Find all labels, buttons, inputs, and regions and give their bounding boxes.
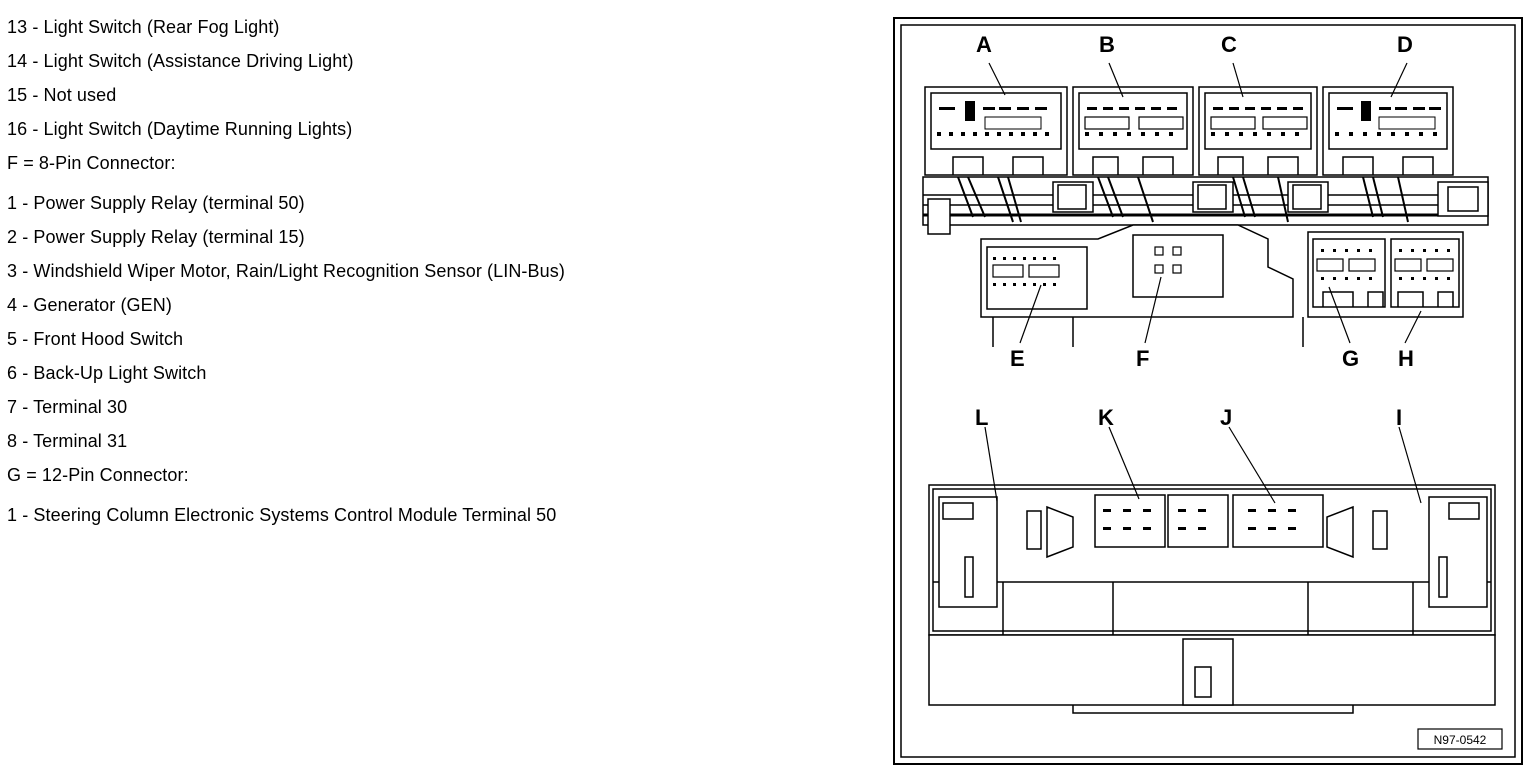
legend-line: 6 - Back-Up Light Switch (7, 363, 207, 383)
inner-frame (900, 24, 1516, 758)
top-module (922, 86, 1489, 347)
legend-line: 1 - Power Supply Relay (terminal 50) (7, 193, 305, 213)
callout-b: B (1099, 32, 1115, 57)
legend-line: 8 - Terminal 31 (7, 431, 128, 451)
callout-h: H (1398, 346, 1414, 371)
connector-diagram-svg: A B C D E F G H L K J I N97-0542 (893, 17, 1523, 765)
legend-heading: F = 8-Pin Connector: (7, 153, 176, 173)
connector-diagram: A B C D E F G H L K J I N97-0542 (893, 17, 1523, 765)
legend-line: 7 - Terminal 30 (7, 397, 128, 417)
legend-line: 5 - Front Hood Switch (7, 329, 184, 349)
callout-g: G (1342, 346, 1359, 371)
callout-f: F (1136, 346, 1149, 371)
legend-line: 14 - Light Switch (Assistance Driving Li… (7, 51, 354, 71)
pin-dot-rows (937, 132, 1450, 286)
callout-i: I (1396, 405, 1402, 430)
legend-line: 4 - Generator (GEN) (7, 295, 172, 315)
figure-code-box (1417, 728, 1503, 750)
top-connector-inserts (992, 116, 1454, 278)
leader-lines (984, 62, 1422, 504)
callout-j: J (1220, 405, 1232, 430)
legend-line: 2 - Power Supply Relay (terminal 15) (7, 227, 305, 247)
legend-heading: G = 12-Pin Connector: (7, 465, 189, 485)
callout-a: A (976, 32, 992, 57)
bottom-module (928, 484, 1496, 714)
relay-socket-pins (1103, 509, 1296, 530)
callout-c: C (1221, 32, 1237, 57)
legend-line: 15 - Not used (7, 85, 117, 105)
figure-code: N97-0542 (1434, 733, 1487, 747)
top-connector-pins (939, 101, 1441, 130)
legend-line: 1 - Steering Column Electronic Systems C… (7, 505, 557, 525)
callout-e: E (1010, 346, 1025, 371)
legend-line: 13 - Light Switch (Rear Fog Light) (7, 17, 280, 37)
callout-l: L (975, 405, 988, 430)
callout-d: D (1397, 32, 1413, 57)
legend-line: 3 - Windshield Wiper Motor, Rain/Light R… (7, 261, 565, 281)
callout-k: K (1098, 405, 1114, 430)
legend-line: 16 - Light Switch (Daytime Running Light… (7, 119, 353, 139)
